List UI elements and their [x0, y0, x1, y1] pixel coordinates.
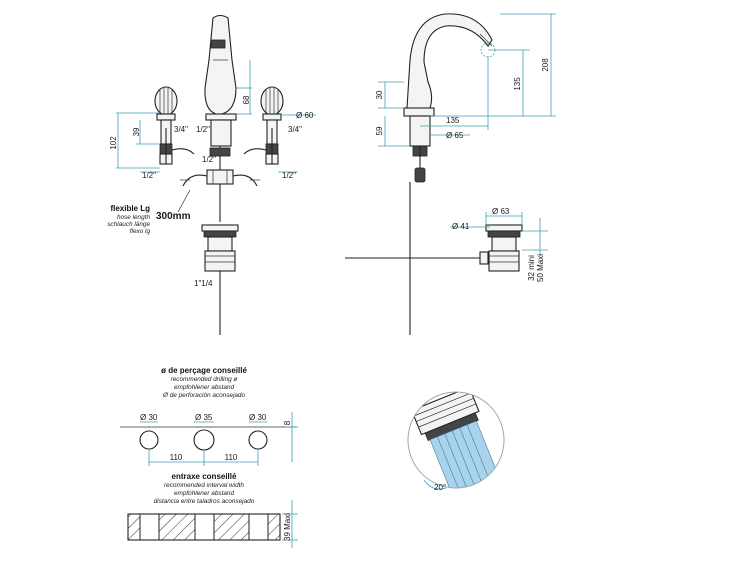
thread-left: 3/4": [174, 125, 188, 134]
slab-segment-3: [213, 513, 250, 541]
thread-right: 3/4": [288, 125, 302, 134]
dim-30: 30: [375, 90, 384, 99]
dim-39-maxi: 39 Maxi: [283, 513, 292, 541]
dim-waste-body: Ø 41: [452, 222, 470, 231]
dim-135-vertical: 135: [513, 77, 522, 91]
flex-line-3: flexo lg: [130, 228, 151, 235]
dim-waste-flange: Ø 63: [492, 207, 510, 216]
thread-bottom-right: 1/2": [282, 171, 296, 180]
aerator-detail: 20°: [407, 391, 505, 492]
dim-handle-diameter: Ø 60: [296, 111, 314, 120]
thread-center: 1/2": [196, 125, 210, 134]
dim-39: 39: [132, 127, 141, 136]
interval-line-3: distancia entre taladros aconsejado: [154, 498, 255, 505]
dim-8: 8: [283, 420, 292, 425]
interval-line-2: empfohlener abstand: [174, 490, 234, 497]
side-spout: [403, 13, 496, 335]
hole-right: [248, 430, 268, 450]
dim-102: 102: [109, 136, 118, 150]
dim-50-maxi: 50 Maxi: [536, 254, 545, 282]
hole-center: [193, 429, 215, 451]
detail-angle: 20°: [434, 483, 446, 492]
flex-title: flexible Lg: [110, 204, 150, 213]
right-handle-valve: [243, 86, 284, 165]
thread-center-low: 1/2": [202, 155, 216, 164]
drilling-section: ø de perçage conseillé recommended drill…: [120, 366, 298, 466]
flex-hose-label: flexible Lg hose length schlauch länge f…: [107, 189, 191, 235]
drilling-title: ø de perçage conseillé: [161, 366, 247, 375]
interval-2: 110: [225, 453, 238, 462]
slab-segment-1: [127, 513, 141, 541]
dim-base-diameter: Ø 65: [446, 131, 464, 140]
drilling-line-2: empfohlener abstand: [174, 384, 234, 391]
dim-spout-height: 68: [242, 95, 251, 104]
thread-bottom-left: 1/2": [142, 171, 156, 180]
side-dimensions: 208 135 30 59 135 Ø 65 Ø 63: [375, 13, 556, 282]
waste-thread: 1"1/4: [194, 279, 213, 288]
hole-left-dia: Ø 30: [140, 413, 158, 422]
side-view: 208 135 30 59 135 Ø 65 Ø 63: [345, 13, 556, 335]
hole-right-dia: Ø 30: [249, 413, 267, 422]
slab-segment-4: [267, 513, 281, 541]
dim-208: 208: [541, 58, 550, 72]
dim-59: 59: [375, 126, 384, 135]
hole-center-dia: Ø 35: [195, 413, 213, 422]
interval-title: entraxe conseillé: [172, 472, 237, 481]
flex-length: 300mm: [156, 211, 191, 222]
mixer-connector: [180, 147, 260, 187]
interval-section: entraxe conseillé recommended interval w…: [127, 472, 298, 548]
front-dimensions: 68 Ø 60 102 39 3/4" 1/2" 3/4" 1/2" 1/2" …: [109, 60, 316, 288]
drilling-line-3: Ø de perforación aconsejado: [162, 392, 246, 399]
flex-line-2: schlauch länge: [107, 221, 150, 228]
slab-segment-2: [158, 513, 196, 541]
flex-line-1: hose length: [117, 214, 150, 221]
side-waste: [345, 224, 523, 272]
drilling-line-1: recommended drilling ø: [171, 376, 238, 383]
interval-1: 110: [170, 453, 183, 462]
dim-135-horizontal: 135: [446, 116, 460, 125]
waste-assembly: [201, 224, 239, 335]
interval-line-1: recommended interval width: [164, 482, 244, 489]
front-view: 68 Ø 60 102 39 3/4" 1/2" 3/4" 1/2" 1/2" …: [107, 14, 316, 335]
center-spout: [204, 14, 237, 222]
dim-32-mini: 32 mini: [527, 255, 536, 281]
left-handle-valve: [154, 86, 195, 165]
hole-left: [139, 430, 159, 450]
